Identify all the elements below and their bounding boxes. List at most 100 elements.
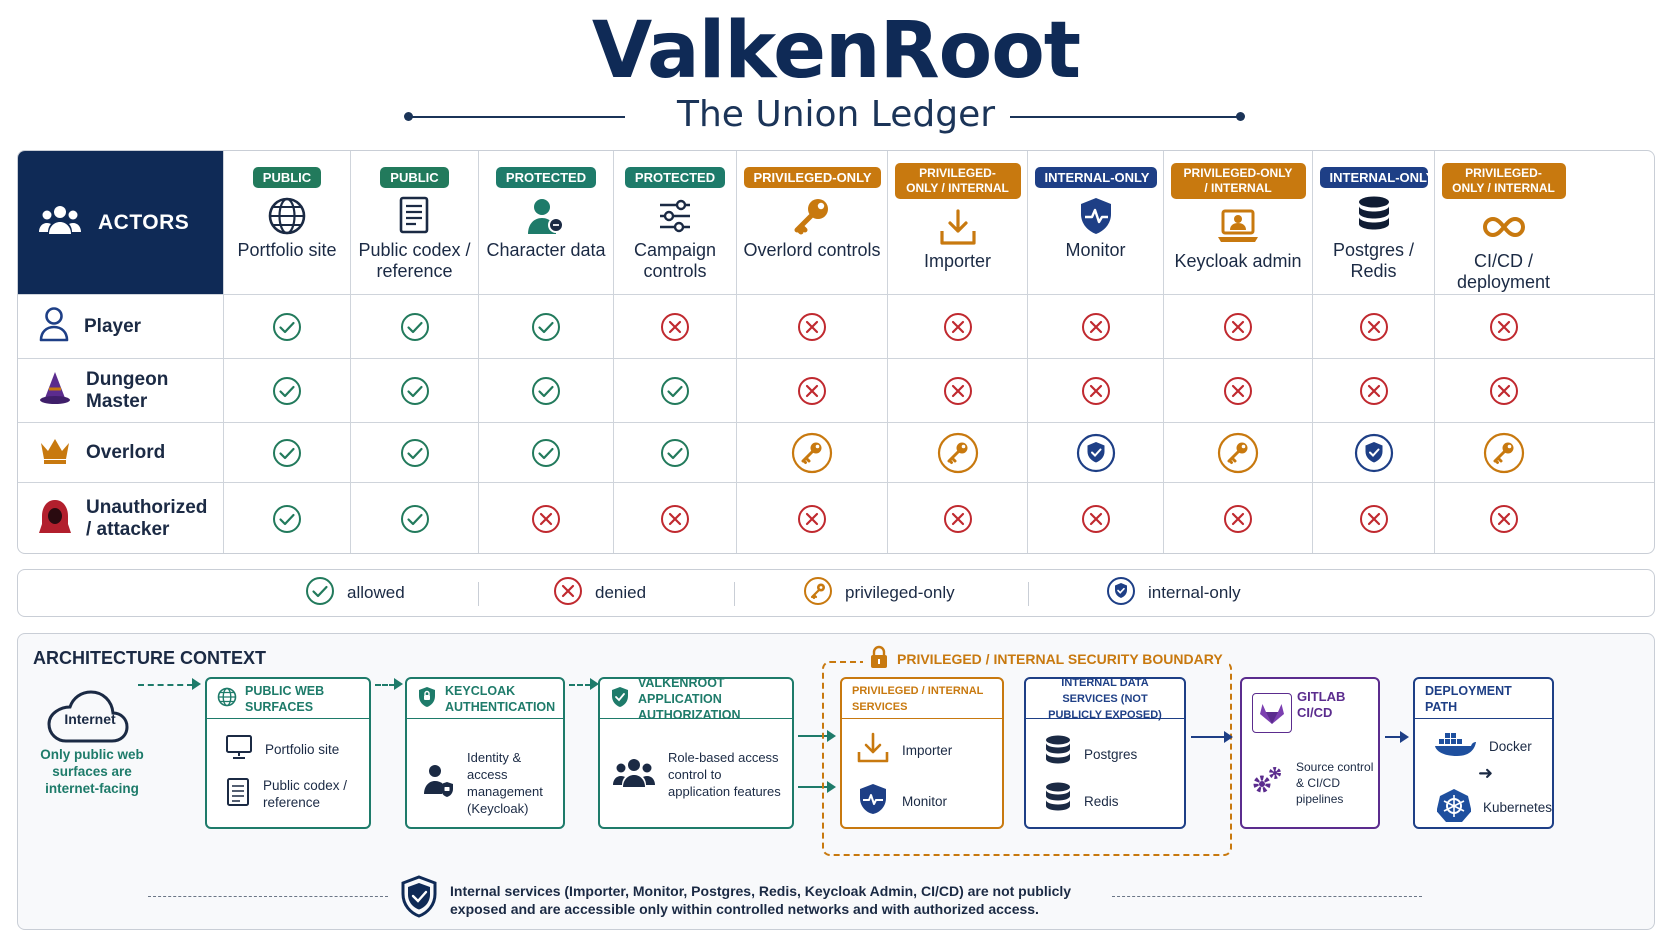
subtitle-row: The Union Ledger (0, 94, 1672, 135)
crown-icon (38, 435, 72, 471)
actor-row: Overlord (18, 422, 1654, 482)
deploy-item: Docker (1433, 729, 1532, 763)
arrow-tip (1400, 731, 1409, 743)
check-circle-icon (305, 576, 335, 611)
access-badge: PRIVILEGED-ONLY (743, 167, 881, 188)
denied-x-icon (1312, 359, 1434, 422)
legend-divider (1028, 582, 1029, 606)
authz-title: VALKENROOT APPLICATION AUTHORIZATION (638, 675, 741, 722)
denied-x-icon (1163, 359, 1312, 422)
denied-x-icon (736, 483, 887, 553)
column-header: PRIVILEGED-ONLY / INTERNAL Importer (887, 151, 1027, 294)
arrow-internet-to-web (138, 684, 193, 686)
authz-box: VALKENROOT APPLICATION AUTHORIZATION Rol… (598, 676, 794, 829)
admin-laptop-icon (1216, 207, 1260, 247)
denied-x-icon (1027, 483, 1163, 553)
actor-row: Player (18, 294, 1654, 358)
denied-x-icon (613, 295, 736, 358)
subtitle-right-dot (1236, 112, 1245, 121)
footnote-left-rule (148, 896, 388, 897)
shield-lock-icon (417, 686, 437, 712)
allowed-check-icon (350, 483, 478, 553)
denied-x-icon (1434, 483, 1572, 553)
legend: allowed denied privileged-only internal-… (17, 569, 1655, 617)
database-icon (1044, 735, 1072, 773)
access-badge: PUBLIC (380, 167, 449, 188)
allowed-check-icon (613, 359, 736, 422)
denied-x-icon (736, 295, 887, 358)
priv-services-header: PRIVILEGED / INTERNAL SERVICES (842, 679, 1002, 719)
key-icon (792, 196, 832, 236)
arrow-tip (192, 678, 201, 690)
deploy-item: Kubernetes (1436, 788, 1552, 826)
monitor-label: Monitor (902, 793, 948, 809)
redis-label: Redis (1084, 793, 1119, 809)
public-web-box: PUBLIC WEB SURFACES Portfolio site Publi… (205, 677, 371, 829)
docker-label: Docker (1489, 738, 1532, 754)
portfolio-site-label: Portfolio site (265, 741, 340, 757)
globe-icon (217, 687, 237, 711)
arrow-tip (1224, 731, 1233, 743)
actors-label: ACTORS (98, 210, 190, 234)
actor-name: Dungeon Master (86, 368, 169, 412)
actor-label: Player (18, 295, 223, 358)
deploy-title: DEPLOYMENT PATH (1425, 683, 1512, 714)
importer-label: Importer (902, 742, 953, 758)
data-service-item: Postgres (1044, 735, 1137, 773)
footnote-text: Internal services (Importer, Monitor, Po… (450, 882, 1072, 917)
actor-row: Dungeon Master (18, 358, 1654, 422)
lock-icon (869, 645, 889, 672)
actor-name: Player (84, 315, 142, 337)
document-icon (225, 777, 251, 811)
column-name: Public codex / reference (358, 240, 471, 281)
allowed-check-icon (350, 359, 478, 422)
arrow-right-icon: ➜ (1478, 763, 1494, 783)
legend-denied: denied (553, 570, 646, 616)
group-icon (612, 757, 656, 793)
data-services-title: INTERNAL DATA SERVICES (NOT PUBLICLY EXP… (1048, 676, 1162, 721)
priv-services-title: PRIVILEGED / INTERNAL SERVICES (852, 684, 984, 713)
column-name: Campaign controls (633, 240, 717, 281)
public-web-header: PUBLIC WEB SURFACES (207, 679, 369, 719)
denied-x-icon (1434, 359, 1572, 422)
infinity-icon (1482, 207, 1526, 247)
authz-header: VALKENROOT APPLICATION AUTHORIZATION (600, 676, 792, 722)
key-circle-icon (803, 576, 833, 611)
denied-x-icon (1027, 295, 1163, 358)
keycloak-title: KEYCLOAK AUTHENTICATION (445, 683, 556, 714)
denied-x-icon (1163, 295, 1312, 358)
access-badge: PRIVILEGED-ONLY / INTERNAL (1170, 163, 1306, 199)
arrow-authz-to-importer (798, 735, 828, 737)
subtitle-left-rule (410, 116, 625, 118)
allowed-check-icon (478, 359, 613, 422)
access-badge: INTERNAL-ONLY (1034, 167, 1157, 188)
boundary-title: PRIVILEGED / INTERNAL SECURITY BOUNDARY (897, 650, 1223, 667)
arrow-tip (827, 781, 836, 793)
user-lock-icon (423, 763, 455, 803)
internal-shield-icon (1027, 423, 1163, 482)
database-icon (1357, 196, 1391, 236)
denied-x-icon (1434, 295, 1572, 358)
column-name: Postgres / Redis (1332, 240, 1415, 281)
public-web-item: Portfolio site (225, 734, 339, 764)
internet-label: Internet (64, 711, 116, 727)
shield-pulse-icon (1078, 196, 1114, 236)
actors-header: ACTORS (18, 151, 223, 294)
access-badge: PRIVILEGED-ONLY / INTERNAL (894, 163, 1021, 199)
denied-x-icon (887, 359, 1027, 422)
actor-label: Unauthorized / attacker (18, 483, 223, 553)
import-icon (856, 732, 890, 768)
gears-icon (1250, 764, 1284, 802)
import-icon (938, 207, 978, 247)
globe-icon (267, 196, 307, 236)
data-services-header: INTERNAL DATA SERVICES (NOT PUBLICLY EXP… (1026, 677, 1184, 721)
sliders-icon (655, 196, 695, 236)
denied-x-icon (887, 483, 1027, 553)
arrow-keycloak-to-authz (569, 684, 591, 686)
actor-label: Dungeon Master (18, 359, 223, 422)
column-name: Importer (923, 251, 992, 271)
public-codex-label: Public codex / reference (263, 778, 348, 810)
legend-divider (478, 582, 479, 606)
internal-shield-icon (1312, 423, 1434, 482)
